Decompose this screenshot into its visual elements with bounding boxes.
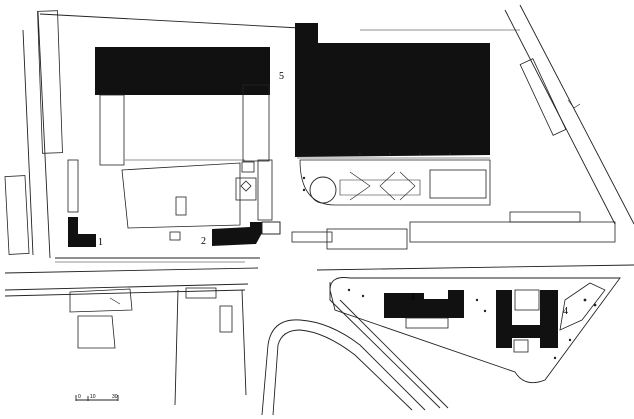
label-building-4: 4 <box>563 306 568 317</box>
building-2 <box>212 221 281 246</box>
courtyard-plot <box>121 159 281 235</box>
left-road-edges <box>4 10 63 259</box>
building-1 <box>67 159 96 247</box>
scale-tick-0: 0 <box>78 394 81 400</box>
building-4-block <box>496 290 558 348</box>
label-building-3: 3 <box>410 292 415 303</box>
building-5-main <box>295 23 490 159</box>
southern-strip <box>55 211 616 263</box>
northern-boundary <box>39 4 634 225</box>
map-labels: 1 2 3 4 5 <box>98 71 568 317</box>
building-3-block <box>384 290 464 318</box>
scale-tick-10: 10 <box>90 394 96 400</box>
building-1-block <box>68 217 96 247</box>
building-5-west-block <box>95 47 270 95</box>
building-2-block <box>212 222 262 246</box>
label-building-5: 5 <box>279 71 284 82</box>
garden-area <box>299 153 491 206</box>
label-building-1: 1 <box>98 237 103 248</box>
southwest-blocks <box>69 287 233 349</box>
scale-tick-30: 30 <box>112 394 118 400</box>
label-building-2: 2 <box>201 236 206 247</box>
southern-streets <box>4 264 634 416</box>
building-5-west <box>95 47 270 166</box>
scale-bar: 0 10 30 <box>75 394 119 401</box>
building-5-main-block <box>295 23 490 157</box>
southeast-block <box>329 277 621 384</box>
